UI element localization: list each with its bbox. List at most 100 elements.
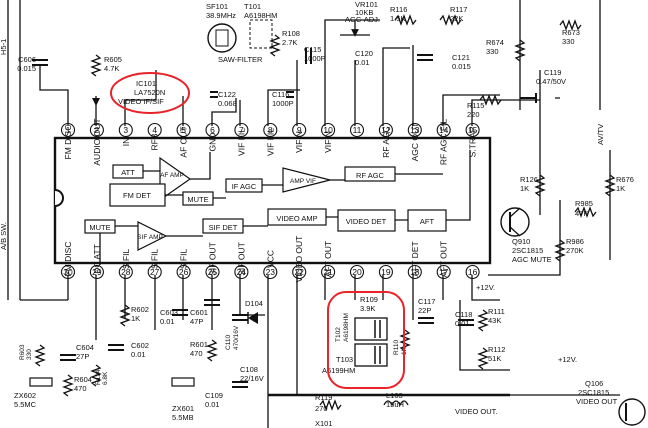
pin-number: 17 (439, 267, 449, 277)
q106-ref: Q106 (585, 379, 603, 388)
c119-val: 0.47/50V (536, 77, 566, 86)
fm-det-label: FM DET (123, 191, 151, 200)
r601-ref: R601 (190, 340, 208, 349)
pin-function-label: AF OUT (179, 126, 189, 157)
zx602-ref: ZX602 (14, 391, 36, 400)
r111-ref: R111 (488, 307, 505, 316)
c115-val: 1000P (304, 54, 326, 63)
r116-val: 1.5K (390, 14, 405, 23)
pin-function-label: DC ATT (92, 244, 102, 274)
ic-reference-callout: IC101 LA7520N VIDEO IF/SIF (110, 72, 405, 389)
c122-val: 0.068 (218, 99, 237, 108)
saw-filter-label: SAW-FILTER (218, 55, 263, 64)
c121-ref: C121 (452, 53, 470, 62)
c110-ref: C110 (225, 335, 232, 350)
ic-part: LA7520N (134, 88, 165, 97)
ic-pin-11: 11 (349, 122, 365, 138)
pin-function-label: SIF OUT (208, 242, 218, 276)
q910-ref: Q910 (512, 237, 530, 246)
r604-ref: R604 (74, 375, 92, 384)
pin-function-label: AFT OUT (439, 241, 449, 277)
c118-ref: C118 (455, 310, 472, 319)
pin-number: 20 (352, 267, 362, 277)
mute-block-2-label: MUTE (89, 223, 110, 232)
q106-video-out: VIDEO OUT (576, 397, 618, 406)
ic-highlight-ellipse (110, 72, 190, 114)
discrete-components (29, 14, 646, 426)
video-out-bus-label: VIDEO OUT. (455, 407, 498, 416)
r108-ref: R108 (282, 29, 300, 38)
r985-ref: R985 (575, 199, 593, 208)
r605-ref: R605 (104, 55, 122, 64)
c603-ref: C603 (160, 308, 178, 317)
pin-function-label: GND (208, 133, 218, 152)
external-wiring (39, 0, 620, 428)
r117-ref: R117 (450, 5, 467, 14)
r112-val: 51K (488, 354, 501, 363)
r115-val: 220 (467, 110, 480, 119)
sf101-freq: 38.9MHz (206, 11, 236, 20)
c108-val: 22/16V (240, 374, 264, 383)
r117-val: 22K (450, 14, 463, 23)
component-labels: C606 0.015 R605 4.7K SF101 38.9MHz T101 … (14, 0, 634, 428)
vr101-val: 10KB (355, 8, 373, 17)
agc-mute-label: AGC MUTE (512, 255, 552, 264)
r985-val: 47K (575, 209, 588, 218)
pin-function-label: S.FIL (179, 249, 189, 270)
r986-val: 270K (566, 246, 584, 255)
c115-ref: C115 (304, 45, 321, 54)
pin-function-label: VIF FIL (236, 128, 246, 156)
r116-ref: R116 (390, 5, 407, 14)
r124-ref: R124 (95, 369, 102, 385)
pin-number: 22 (294, 267, 304, 277)
ic-internal-blocks: ATT AF AMP FM DET MUTE IF AGC AMP VIF RF… (84, 150, 471, 265)
c120-val: 0.01 (355, 58, 370, 67)
pin-number: 25 (208, 267, 218, 277)
pin-function-label: RF AGC (381, 126, 391, 158)
r673-val: 330 (562, 37, 575, 46)
av-tv-label: AV/TV (596, 124, 605, 145)
pin-function-label: RFB (150, 133, 160, 150)
left-edge-wiring: H5-1 A/B SW. (0, 0, 68, 301)
r112-ref: R112 (488, 345, 505, 354)
coil-highlight-box (327, 291, 405, 389)
video-det-label: VIDEO DET (346, 217, 387, 226)
agc-adj-label: AGC-ADJ. (345, 15, 380, 24)
c119-ref: C119 (544, 68, 561, 77)
t101-ref: T101 (244, 2, 261, 11)
pin-function-label: AFT OUT (323, 241, 333, 277)
c601-ref: C601 (190, 308, 208, 317)
l103-ref: L103 (386, 391, 403, 400)
c116-ref: C116 (272, 90, 289, 99)
r126-ref: R126 (520, 175, 538, 184)
ic-pin-20: 20 (349, 264, 365, 280)
r603-val: 330 (26, 349, 33, 360)
r673-ref: R673 (562, 28, 580, 37)
pin-function-label: VIDEO OUT (294, 236, 304, 283)
aft-label: AFT (420, 217, 435, 226)
pin-function-label: AGC OUT (410, 123, 420, 162)
r674-ref: R674 (486, 38, 504, 47)
ic-pin-28: 28S.FIL (118, 249, 133, 280)
x101-cut-label: X101 (315, 419, 333, 428)
pin-number: 2 (95, 125, 100, 135)
pin-function-label: S.FIL (121, 249, 131, 270)
pin-function-label: SIF OUT (236, 242, 246, 276)
ic-pin-19: 19 (378, 264, 393, 280)
pin-number: 12 (381, 125, 391, 135)
sif-amp-label: SIF AMP (137, 234, 163, 241)
amp-vif-label: AMP VIF (290, 178, 316, 185)
ic-la7520n (53, 136, 492, 265)
c604-ref: C604 (76, 343, 94, 352)
af-amp-block (159, 156, 192, 202)
ic-function: VIDEO IF/SIF (118, 97, 164, 106)
att-block-label: ATT (121, 168, 135, 177)
pin-function-label: RF AGC FIL (439, 119, 449, 166)
